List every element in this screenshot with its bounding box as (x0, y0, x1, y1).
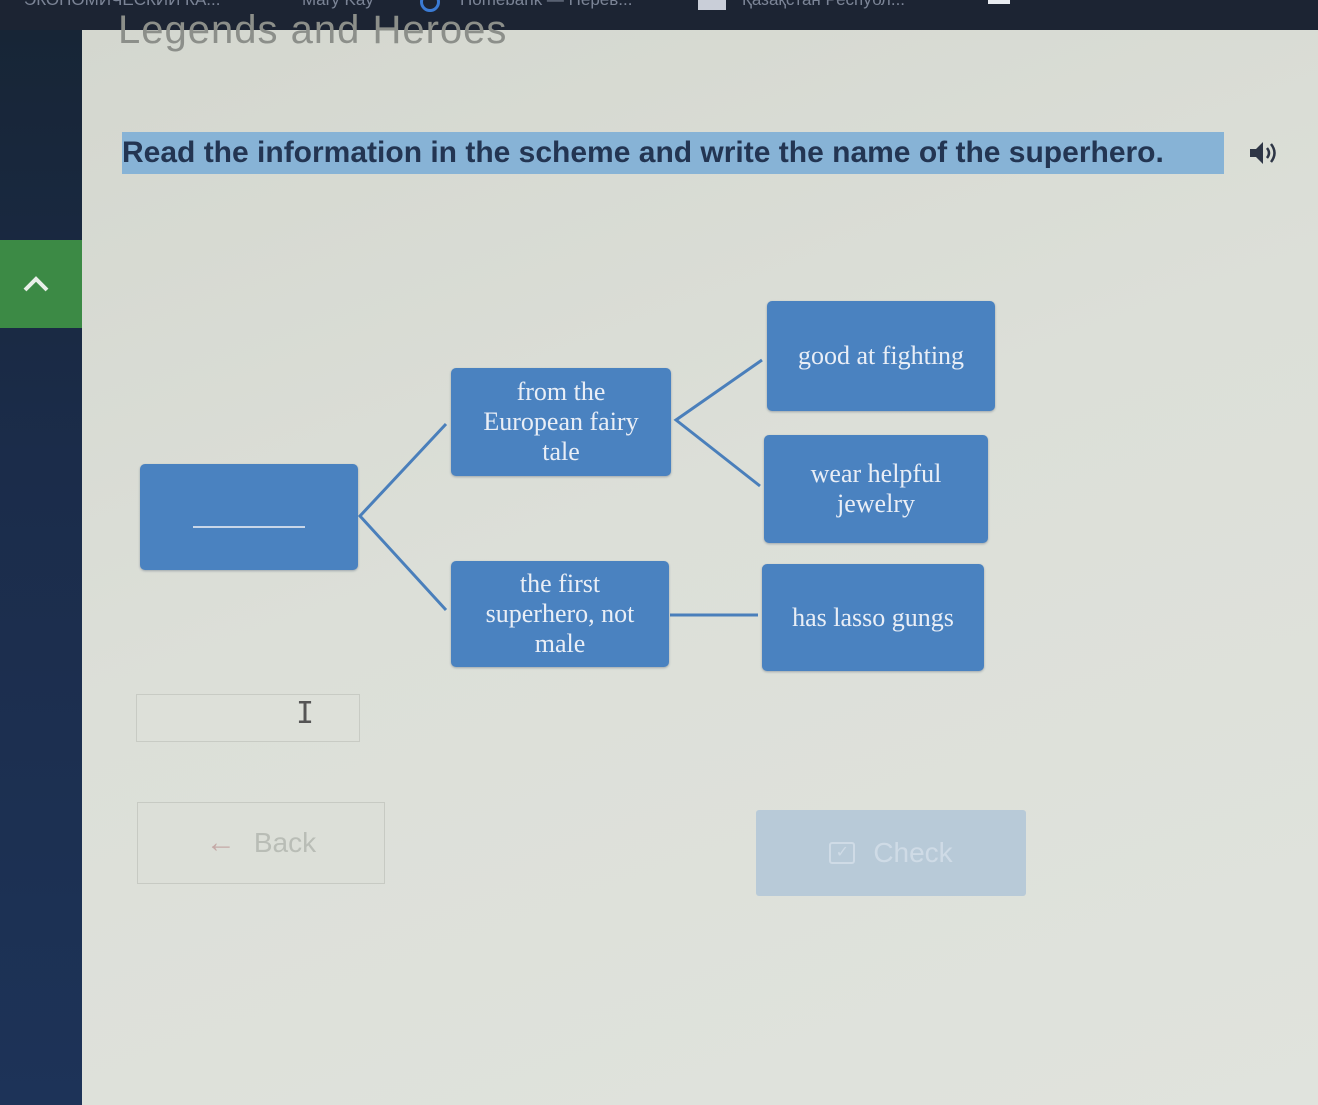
check-icon: ✓ (829, 842, 856, 864)
collapse-button[interactable] (0, 240, 92, 328)
exercise-panel: Legends and Heroes Read the information … (82, 8, 1318, 1105)
check-button[interactable]: ✓ Check (756, 810, 1026, 896)
scheme-box-label: good at fighting (797, 341, 965, 370)
scheme-box-first-superhero: the first superhero, not male (451, 561, 669, 667)
answer-input[interactable] (136, 694, 360, 742)
speaker-icon[interactable] (1248, 138, 1282, 168)
scheme-box-lasso: has lasso gungs (762, 564, 984, 671)
answer-slot-box (140, 464, 358, 570)
homebank-icon (420, 0, 440, 12)
scheme-box-label: wear helpful jewelry (810, 459, 942, 518)
page-title: Legends and Heroes (118, 8, 508, 52)
back-button[interactable]: ← Back (137, 802, 385, 884)
bookmark-mary-kay[interactable]: Mary Kay (302, 0, 374, 10)
bookmark-homebank[interactable]: Homebank — Перев... (460, 0, 632, 10)
bookmark-bar: ЭКОНОМИЧЕСКИЙ КА... Mary Kay Homebank — … (0, 0, 1318, 30)
bookmark-kz[interactable]: Қазақстан Республ... (742, 0, 905, 10)
answer-blank-line (193, 526, 305, 528)
bookmark-1[interactable]: ЭКОНОМИЧЕСКИЙ КА... (24, 0, 220, 10)
back-button-label: Back (253, 827, 317, 858)
scheme-box-label: from the European fairy tale (483, 377, 639, 466)
scheme-box-fairy-tale: from the European fairy tale (451, 368, 671, 476)
chevron-up-icon (23, 276, 49, 292)
flag-icon (698, 0, 726, 10)
arrow-left-icon: ← (205, 826, 236, 859)
instruction-text: Read the information in the scheme and w… (122, 132, 1224, 174)
text-cursor-icon: I (296, 696, 315, 731)
window-tab-icon (988, 0, 1010, 4)
scheme-box-jewelry: wear helpful jewelry (764, 435, 988, 543)
scheme-box-label: has lasso gungs (792, 602, 954, 632)
check-button-label: Check (873, 837, 953, 868)
scheme-box-fighting: good at fighting (767, 301, 995, 411)
scheme-box-label: the first superhero, not male (485, 569, 635, 658)
